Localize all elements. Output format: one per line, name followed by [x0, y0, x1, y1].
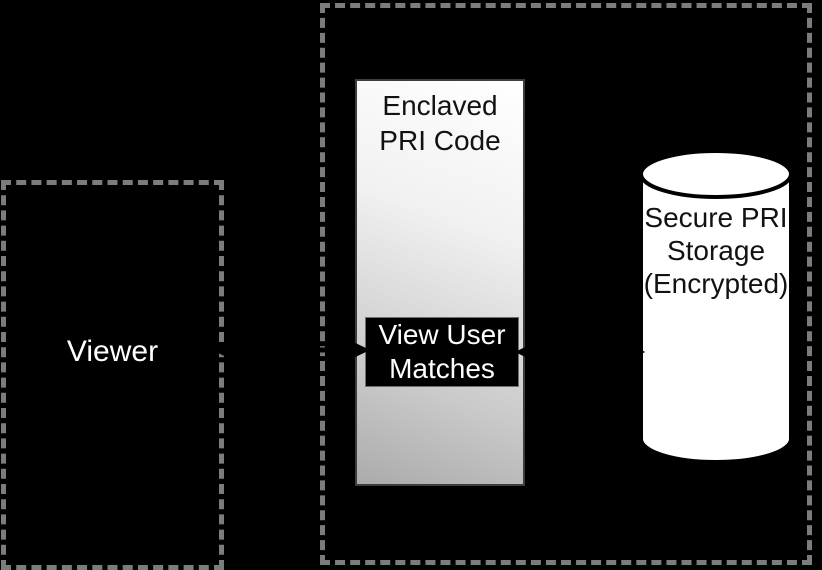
viewer-box: Viewer — [1, 180, 224, 570]
secure-pri-storage-label: Secure PRI Storage (Encrypted) — [643, 202, 789, 299]
view-user-matches-label: View User Matches — [378, 319, 506, 384]
enclaved-pri-code-box: Enclaved PRI Code — [355, 79, 525, 486]
view-user-matches-box: View User Matches — [365, 317, 519, 387]
viewer-label: Viewer — [66, 335, 159, 368]
database-cylinder-icon — [639, 149, 793, 464]
secure-pri-storage-cylinder: Secure PRI Storage (Encrypted) — [637, 148, 795, 466]
enclave-dashed-region — [320, 3, 812, 565]
enclaved-pri-code-label: Enclaved PRI Code — [379, 90, 501, 156]
